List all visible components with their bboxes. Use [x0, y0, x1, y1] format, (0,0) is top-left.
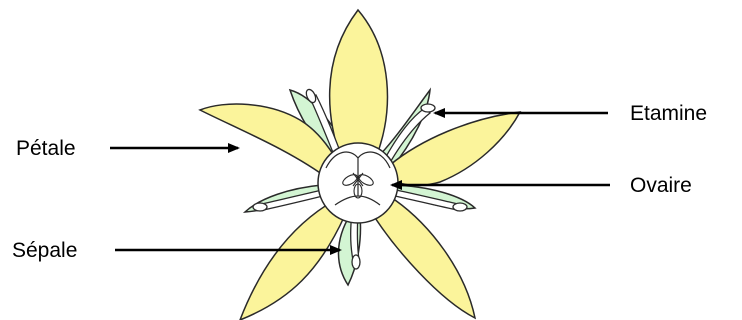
ovary	[318, 143, 398, 223]
label-etamine: Etamine	[630, 102, 707, 125]
anther-top-right	[421, 104, 435, 112]
label-petale: Pétale	[16, 137, 76, 160]
anther-left	[253, 203, 267, 211]
petal-lower-right	[370, 200, 475, 318]
label-sepale: Sépale	[12, 239, 77, 262]
petal-lower-left	[240, 200, 345, 320]
anther-right	[453, 203, 467, 211]
label-ovaire: Ovaire	[630, 174, 692, 197]
anther-bottom	[352, 255, 360, 269]
